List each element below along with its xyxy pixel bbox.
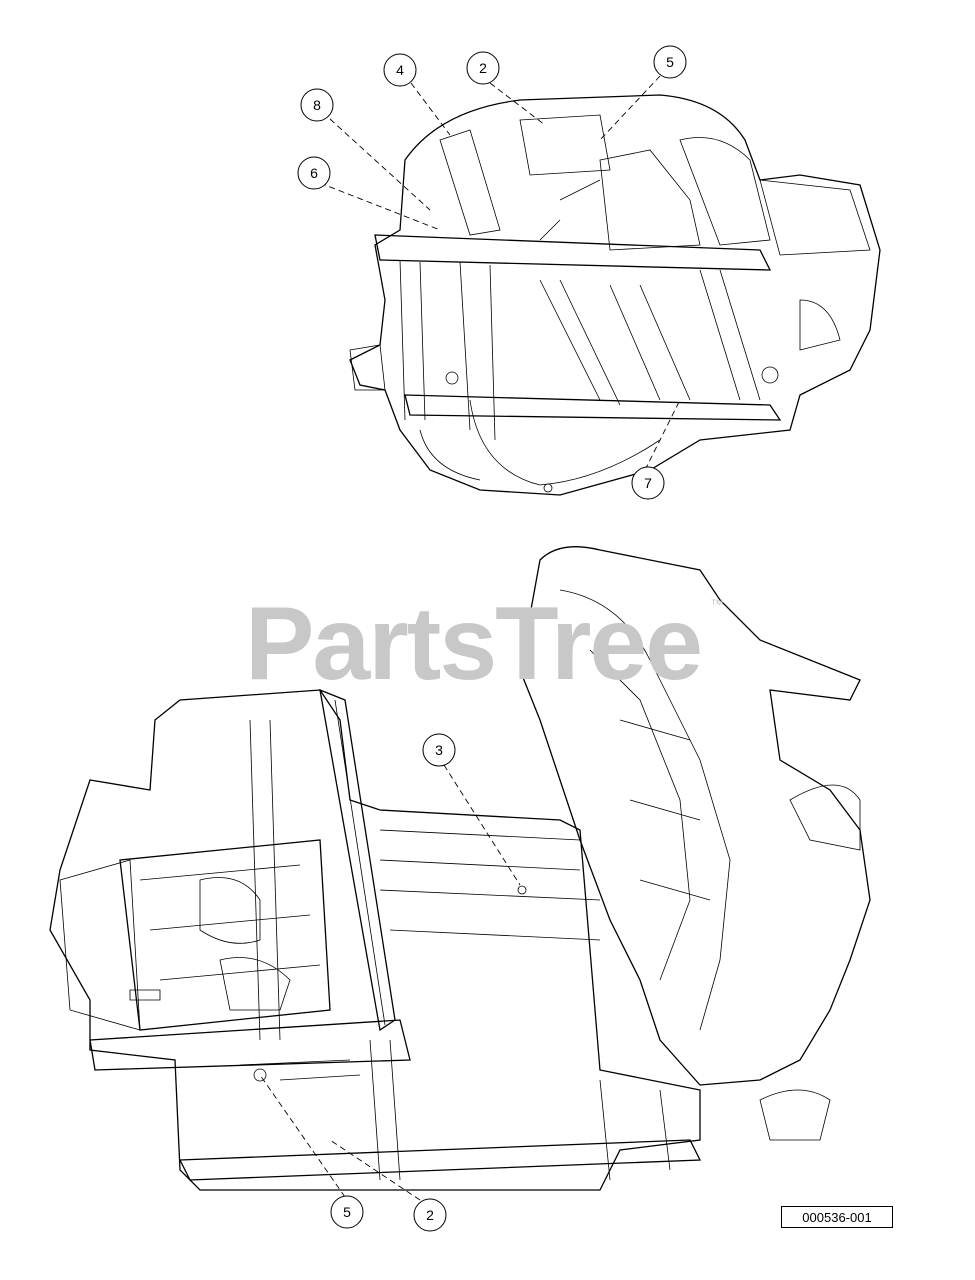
callout-2-bottom: 2 [413,1198,447,1232]
top-frame-assembly [349,94,881,496]
callout-2-top: 2 [466,51,500,85]
svg-text:5: 5 [343,1204,351,1220]
leader-lines [259,75,681,1201]
trademark-symbol: ™ [710,596,724,612]
callout-6-top: 6 [297,156,331,190]
svg-text:7: 7 [644,475,652,491]
svg-text:2: 2 [426,1207,434,1223]
callout-4-top: 4 [383,53,417,87]
callout-7-top: 7 [631,466,665,500]
figure-id-label: 000536-001 [781,1206,893,1228]
svg-text:4: 4 [396,62,404,78]
svg-text:8: 8 [313,97,321,113]
svg-text:3: 3 [435,742,443,758]
callout-5-bottom: 5 [330,1195,364,1229]
callout-8-top: 8 [300,88,334,122]
callout-3-bottom: 3 [422,733,456,767]
svg-text:6: 6 [310,165,318,181]
svg-text:5: 5 [666,54,674,70]
partstree-watermark: PartsTree [245,586,703,702]
callout-5-top: 5 [653,45,687,79]
svg-text:2: 2 [479,60,487,76]
bottom-frame-assembly [49,546,871,1191]
